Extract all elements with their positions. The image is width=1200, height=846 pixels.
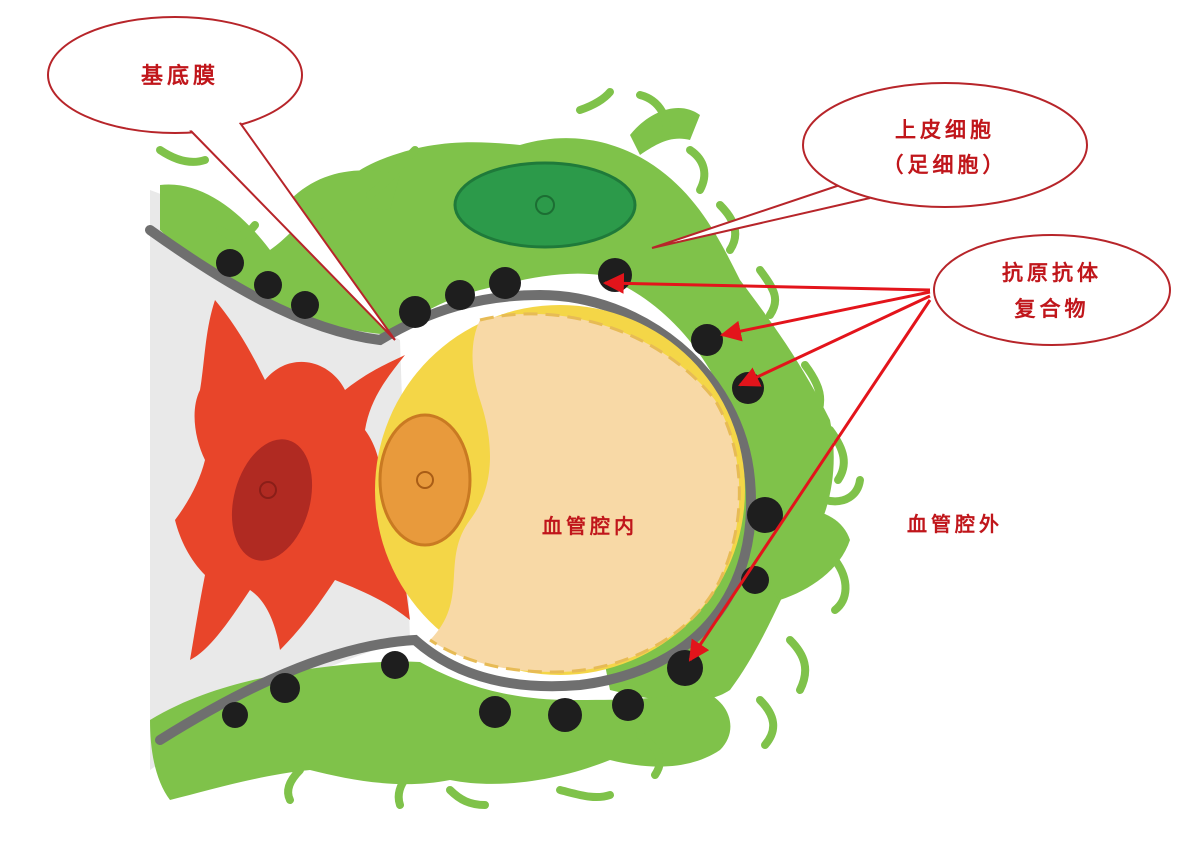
endothelial-nucleus [378, 413, 472, 547]
basement-membrane [145, 225, 756, 745]
callout-epithelial-cell: 上皮细胞 （足细胞） [651, 82, 1088, 249]
foot-processes [156, 88, 864, 809]
callout-immune-complex: 抗原抗体 复合物 [933, 234, 1171, 346]
label-vessel-lumen-inside: 血管腔内 [542, 514, 638, 538]
label-immune-complex-line1: 抗原抗体 [1002, 261, 1102, 285]
label-epithelial-cell-line1: 上皮细胞 [895, 118, 995, 142]
label-immune-complex-line2: 复合物 [1014, 297, 1090, 321]
label-basement-membrane: 基底膜 [141, 63, 219, 89]
capillary-lumen [430, 313, 740, 672]
podocyte-nucleus [453, 161, 637, 249]
immune-complex-arrows [602, 272, 932, 662]
mesangial-nucleus [231, 439, 313, 561]
label-vessel-lumen-outside: 血管腔外 [907, 512, 1003, 536]
callout-basement-membrane: 基底膜 [47, 16, 396, 341]
label-epithelial-cell-line2: （足细胞） [883, 153, 1008, 177]
